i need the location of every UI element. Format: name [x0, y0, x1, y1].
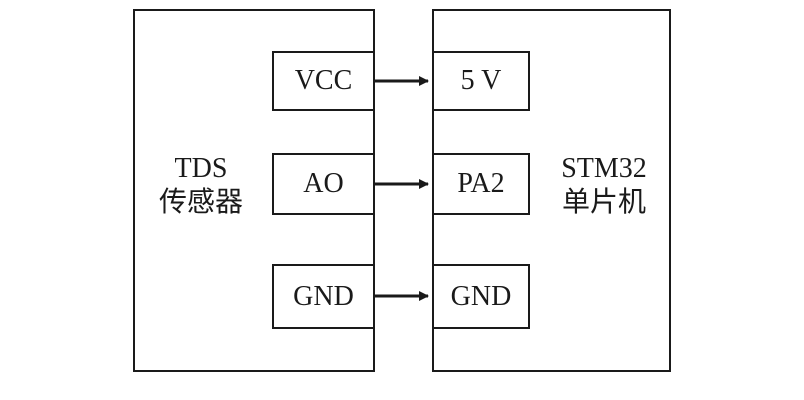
mcu-pin-pa2: PA2	[432, 153, 530, 215]
mcu-pin-5v: 5 V	[432, 51, 530, 111]
stm32-mcu-label: STM32 单片机	[548, 152, 660, 220]
tds-sensor-name-line2: 传感器	[158, 187, 243, 218]
mcu-pin-gnd: GND	[432, 264, 530, 329]
tds-sensor-label: TDS 传感器	[145, 152, 257, 220]
tds-sensor-name-line1: TDS	[174, 153, 228, 184]
sensor-pin-gnd: GND	[272, 264, 375, 329]
sensor-pin-vcc: VCC	[272, 51, 375, 111]
stm32-mcu-name-line2: 单片机	[561, 187, 646, 218]
sensor-pin-ao: AO	[272, 153, 375, 215]
stm32-mcu-name-line1: STM32	[561, 153, 647, 184]
